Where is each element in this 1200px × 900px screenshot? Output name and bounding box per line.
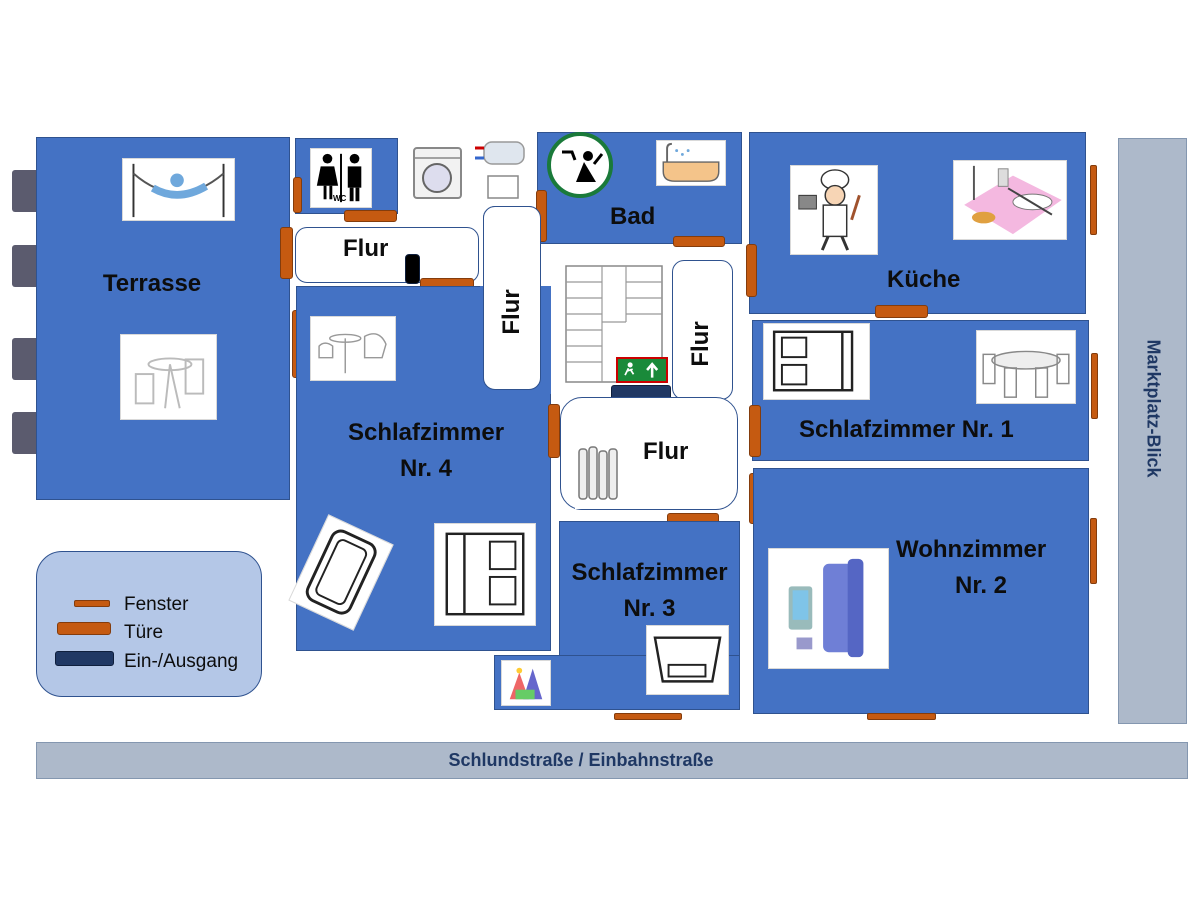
door (293, 177, 302, 213)
window (614, 713, 682, 720)
window (1090, 518, 1097, 584)
door (749, 405, 761, 457)
room-label-flur-top: Flur (343, 235, 389, 262)
legend-label-fenster: Fenster (124, 594, 189, 615)
toy-icon (501, 660, 551, 706)
plant-icon (12, 412, 40, 454)
legend-exit-swatch (55, 651, 114, 666)
room-label-flur-left: Flur (498, 289, 525, 335)
door (344, 210, 397, 222)
room-label-schlafzimmer-4-line1: Schlafzimmer (347, 419, 505, 446)
hallway-left (483, 206, 541, 390)
dining-table-setting-icon (953, 160, 1067, 240)
armchair-icon (288, 514, 394, 631)
room-label-bad: Bad (610, 203, 656, 230)
room-label-flur-right: Flur (687, 321, 714, 367)
double-bed-icon (434, 523, 536, 626)
coat-rack-icon (575, 443, 621, 509)
patio-furniture-icon (120, 334, 217, 420)
room-label-kueche: Küche (887, 266, 961, 293)
window (1091, 353, 1098, 419)
shower-sign-icon (544, 132, 616, 198)
bistro-table-icon (310, 316, 396, 381)
room-label-schlafzimmer-3-line1: Schlafzimmer (571, 559, 728, 586)
room-label-wohnzimmer-2-line2: Nr. 2 (955, 572, 1008, 599)
hammock-icon (122, 158, 235, 221)
door (673, 236, 725, 247)
water-heater-icon (470, 138, 530, 203)
dining-table-icon (976, 330, 1076, 404)
exit-door (405, 254, 420, 284)
room-label-schlafzimmer-4-line2: Nr. 4 (399, 455, 453, 482)
emergency-exit-icon (616, 357, 668, 383)
hallway-right (672, 260, 733, 400)
living-room-icon (768, 548, 889, 669)
bathtub-icon (656, 140, 726, 186)
plant-icon (12, 338, 40, 380)
washing-machine-icon (410, 145, 465, 200)
door (548, 404, 560, 458)
window (867, 713, 936, 720)
single-bed-icon (646, 625, 729, 695)
plant-icon (12, 245, 40, 287)
plant-icon (12, 170, 40, 212)
hallway-top (295, 227, 479, 283)
street-label-marktplatz: Marktplatz-Blick (1143, 339, 1164, 478)
legend-door-swatch (57, 622, 111, 635)
street-schlundstrasse (36, 742, 1188, 779)
room-label-wohnzimmer-2-line1: Wohnzimmer (896, 536, 1047, 563)
legend-label-ausgang: Ein-/Ausgang (124, 651, 239, 672)
street-label-schlundstrasse: Schlundstraße / Einbahnstraße (448, 750, 714, 770)
window (1090, 165, 1097, 235)
street-marktplatz (1118, 138, 1187, 724)
wc-sign-icon (310, 148, 372, 208)
wc-text: WC (333, 194, 347, 203)
room-label-flur-center: Flur (643, 438, 689, 465)
room-label-schlafzimmer-1: Schlafzimmer Nr. 1 (799, 416, 1014, 443)
room-label-terrasse: Terrasse (102, 270, 202, 297)
legend-label-tuere: Türe (124, 622, 164, 643)
door (280, 227, 293, 279)
door (875, 305, 928, 318)
door (746, 244, 757, 297)
chef-icon (790, 165, 878, 255)
room-label-schlafzimmer-3-line2: Nr. 3 (623, 595, 676, 622)
double-bed-icon (763, 323, 870, 400)
legend-window-swatch (74, 600, 110, 607)
